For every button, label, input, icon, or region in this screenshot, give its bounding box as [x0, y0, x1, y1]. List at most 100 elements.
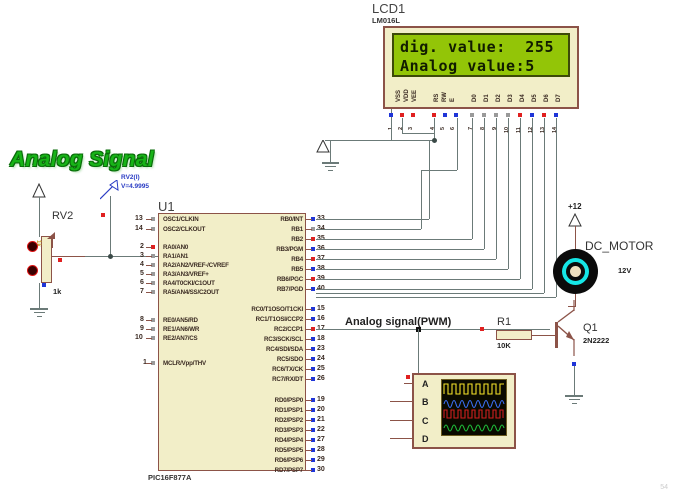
bus-wire-rb6-v — [520, 118, 521, 279]
rv2-pin-square-bottom[interactable] — [42, 283, 46, 287]
lcd-pin-square-13[interactable] — [542, 113, 546, 117]
rv2-terminal-up[interactable] — [27, 241, 38, 252]
mcu-right-pinsq-20[interactable] — [311, 408, 315, 412]
mcu-right-pinsq-29[interactable] — [311, 458, 315, 462]
pwm-signal-label: Analog signal(PWM) — [345, 316, 452, 328]
mcu-body[interactable] — [158, 213, 306, 471]
mcu-left-pin-osc1: OSC1/CLKIN — [163, 216, 199, 223]
mcu-left-pinsq-13[interactable] — [151, 217, 155, 221]
lcd-pin-square-1[interactable] — [389, 113, 393, 117]
mcu-left-pinnum-6: 6 — [140, 279, 144, 286]
motor-hub — [570, 266, 581, 277]
lcd-pin-square-2[interactable] — [400, 113, 404, 117]
q1-part-label: 2N2222 — [583, 336, 610, 345]
scope-lead-c — [390, 420, 414, 421]
lcd-vdd-wire3 — [402, 133, 435, 134]
lcd-pin-square-5[interactable] — [443, 113, 447, 117]
rv2-pin-square-top[interactable] — [101, 213, 105, 217]
mcu-left-stub-6 — [146, 283, 152, 284]
q1-ground-bar-1 — [565, 395, 583, 397]
q1-transistor-symbol[interactable] — [556, 300, 584, 372]
mcu-right-pinsq-19[interactable] — [311, 398, 315, 402]
motor-supply-label: +12 — [568, 202, 582, 211]
q1-emitter-wire — [574, 366, 575, 395]
lcd-pin-square-14[interactable] — [554, 113, 558, 117]
lcd-pin-name-vdd: VDD — [404, 89, 410, 102]
resistor-body[interactable] — [496, 330, 532, 340]
potentiometer-body[interactable] — [41, 236, 52, 283]
mcu-right-pinnum-28: 28 — [317, 446, 325, 453]
motor-to-collector-wire — [575, 294, 576, 306]
lcd-pin-square-9[interactable] — [494, 113, 498, 117]
pwm-node-square[interactable] — [480, 327, 484, 331]
mcu-left-stub-13 — [146, 219, 152, 220]
lcd-pin-square-4[interactable] — [432, 113, 436, 117]
q1-emitter-square[interactable] — [572, 362, 576, 366]
mcu-left-pinsq-6[interactable] — [151, 281, 155, 285]
lcd-pin-square-11[interactable] — [518, 113, 522, 117]
mcu-right-pinsq-39[interactable] — [311, 277, 315, 281]
mcu-right-pinsq-17[interactable] — [311, 327, 315, 331]
lcd-pin-square-6[interactable] — [454, 113, 458, 117]
lcd-pin-num-6: 6 — [450, 126, 456, 130]
mcu-right-pin-rb0: RB0/INT — [280, 216, 303, 223]
mcu-left-pinsq-8[interactable] — [151, 318, 155, 322]
mcu-right-pinsq-38[interactable] — [311, 267, 315, 271]
ground-bar-3 — [328, 170, 333, 171]
mcu-left-pinsq-2[interactable] — [151, 245, 155, 249]
lcd-pin-name-d6: D6 — [544, 94, 550, 102]
mcu-right-pinsq-15[interactable] — [311, 307, 315, 311]
mcu-right-pinsq-18[interactable] — [311, 337, 315, 341]
mcu-right-pinsq-24[interactable] — [311, 357, 315, 361]
mcu-left-pinsq-14[interactable] — [151, 227, 155, 231]
lcd-pin-square-8[interactable] — [482, 113, 486, 117]
mcu-right-pinsq-34[interactable] — [311, 227, 315, 231]
mcu-right-pinsq-30[interactable] — [311, 468, 315, 472]
rv2-terminal-down[interactable] — [27, 265, 38, 276]
mcu-left-pinsq-3[interactable] — [151, 254, 155, 258]
mcu-left-pinsq-1[interactable] — [151, 361, 155, 365]
mcu-right-pinsq-36[interactable] — [311, 247, 315, 251]
r1-ref-label: R1 — [497, 316, 512, 328]
mcu-right-pinsq-27[interactable] — [311, 438, 315, 442]
mcu-right-pinsq-33[interactable] — [311, 217, 315, 221]
mcu-left-pinsq-4[interactable] — [151, 263, 155, 267]
mcu-right-pinnum-38: 38 — [317, 265, 325, 272]
bus-wire-d6-h — [316, 293, 544, 294]
rv2-wiper-wire — [52, 256, 90, 257]
mcu-right-pinsq-26[interactable] — [311, 377, 315, 381]
mcu-right-pinsq-23[interactable] — [311, 347, 315, 351]
bus-wire-rb5-v — [508, 118, 509, 269]
mcu-right-pinsq-25[interactable] — [311, 367, 315, 371]
mcu-right-pinsq-22[interactable] — [311, 428, 315, 432]
lcd-pin-square-12[interactable] — [530, 113, 534, 117]
lcd-pin-square-3[interactable] — [411, 113, 415, 117]
mcu-right-pin-rc4: RC4/SDI/SDA — [266, 346, 303, 353]
mcu-left-pinsq-7[interactable] — [151, 290, 155, 294]
mcu-right-pinsq-37[interactable] — [311, 257, 315, 261]
mcu-right-pinsq-28[interactable] — [311, 448, 315, 452]
mcu-left-pin-re1: RE1/AN6/WR — [163, 326, 200, 333]
mcu-right-pinsq-35[interactable] — [311, 237, 315, 241]
scope-channel-a-label: A — [422, 379, 429, 389]
mcu-right-pinsq-40[interactable] — [311, 287, 315, 291]
mcu-left-pinnum-3: 3 — [140, 252, 144, 259]
lcd-pin-square-7[interactable] — [470, 113, 474, 117]
mcu-left-stub-7 — [146, 292, 152, 293]
mcu-left-pinsq-10[interactable] — [151, 336, 155, 340]
mcu-left-stub-8 — [146, 320, 152, 321]
lcd-ref-label: LCD1 — [372, 1, 406, 16]
scope-probe-a-square[interactable] — [406, 375, 410, 379]
mcu-left-pinsq-5[interactable] — [151, 272, 155, 276]
mcu-left-pinsq-9[interactable] — [151, 327, 155, 331]
rv2-ground-bar-2 — [34, 312, 45, 313]
mcu-right-pinsq-21[interactable] — [311, 418, 315, 422]
probe-name-label: RV2(I) — [121, 174, 140, 181]
lcd-pin-square-10[interactable] — [506, 113, 510, 117]
motor-value-label: 12V — [618, 266, 632, 275]
mcu-right-pinnum-35: 35 — [317, 235, 325, 242]
page-number: 54 — [660, 484, 668, 491]
mcu-right-pin-rc1: RC1/T1OSI/CCP2 — [255, 316, 304, 323]
mcu-right-pinsq-16[interactable] — [311, 317, 315, 321]
rv2-wiper-square[interactable] — [58, 258, 62, 262]
